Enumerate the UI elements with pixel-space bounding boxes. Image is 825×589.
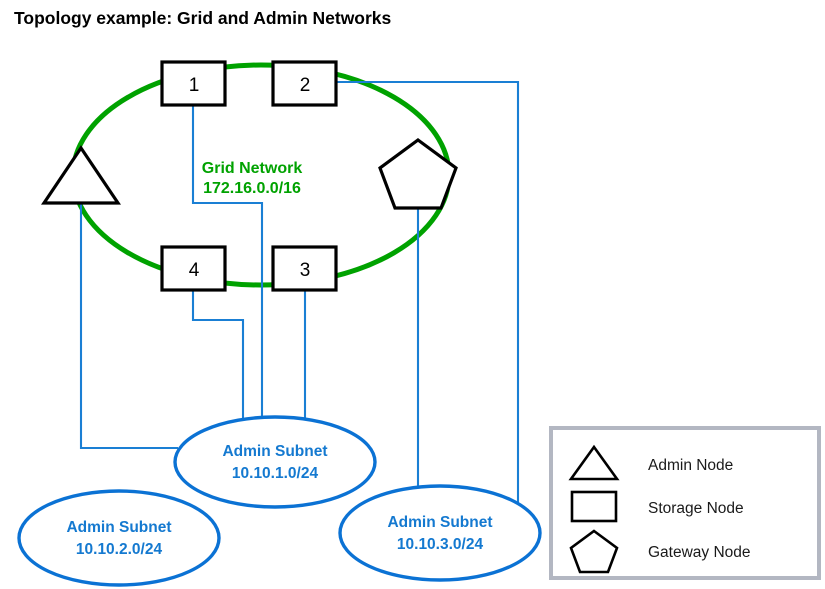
admin-subnet-3-cidr: 10.10.3.0/24 xyxy=(397,536,484,553)
storage-node-1-label: 1 xyxy=(189,75,200,96)
rectangle-icon xyxy=(570,490,618,523)
admin-subnet-1-name: Admin Subnet xyxy=(222,443,327,460)
admin-subnet-2-name: Admin Subnet xyxy=(66,519,171,536)
storage-node-3-label: 3 xyxy=(300,260,311,281)
legend-label-admin-node: Admin Node xyxy=(648,457,733,474)
admin-subnet-3[interactable]: Admin Subnet 10.10.3.0/24 xyxy=(338,484,542,582)
admin-subnet-2-cidr: 10.10.2.0/24 xyxy=(76,541,163,558)
legend-item-admin-node: Admin Node xyxy=(568,444,733,481)
admin-subnet-1-cidr: 10.10.1.0/24 xyxy=(232,465,319,482)
storage-node-2[interactable]: 2 xyxy=(271,60,338,107)
grid-network-cidr: 172.16.0.0/16 xyxy=(203,180,301,197)
admin-subnet-1[interactable]: Admin Subnet 10.10.1.0/24 xyxy=(173,415,377,509)
admin-subnet-2[interactable]: Admin Subnet 10.10.2.0/24 xyxy=(17,489,221,587)
page-title: Topology example: Grid and Admin Network… xyxy=(14,8,392,28)
legend-label-gateway-node: Gateway Node xyxy=(648,544,751,561)
grid-network-name: Grid Network xyxy=(202,160,303,177)
legend-item-storage-node: Storage Node xyxy=(570,490,744,523)
storage-node-3[interactable]: 3 xyxy=(271,245,338,292)
admin-node-triangle[interactable] xyxy=(40,145,122,205)
link-node1-to-admin-subnet-1 xyxy=(191,105,264,455)
storage-node-4[interactable]: 4 xyxy=(160,245,227,292)
link-admin-node-to-admin-subnet-1 xyxy=(79,203,178,450)
storage-node-1[interactable]: 1 xyxy=(160,60,227,107)
triangle-icon xyxy=(568,444,620,481)
legend-item-gateway-node: Gateway Node xyxy=(569,529,751,574)
link-node4-to-admin-subnet-1 xyxy=(191,290,245,450)
pentagon-icon xyxy=(569,529,619,574)
link-node2-to-admin-subnet-3 xyxy=(337,80,520,522)
storage-node-2-label: 2 xyxy=(300,75,311,96)
storage-node-4-label: 4 xyxy=(189,260,200,281)
legend-label-storage-node: Storage Node xyxy=(648,500,744,517)
gateway-node-pentagon[interactable] xyxy=(378,138,458,210)
legend: Admin Node Storage Node Gateway Node xyxy=(549,426,821,580)
admin-subnet-3-name: Admin Subnet xyxy=(387,514,492,531)
